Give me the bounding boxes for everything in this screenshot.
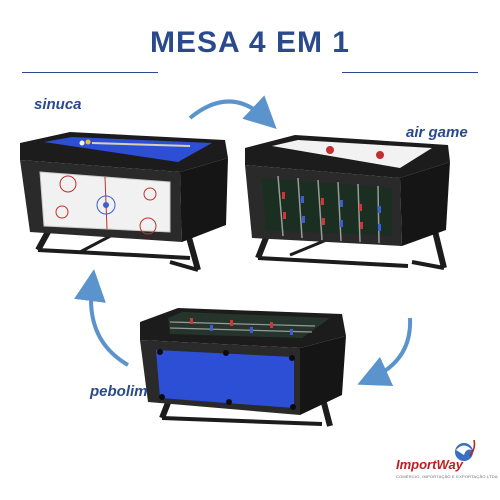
label-air-game: air game <box>406 124 468 141</box>
page-title: MESA 4 EM 1 <box>150 26 350 59</box>
importway-logo-icon <box>455 439 476 461</box>
title-divider-left <box>22 72 158 73</box>
air-game-table-image <box>245 135 450 270</box>
arrow-pool-to-air <box>188 95 277 129</box>
label-foosball: pebolim <box>90 383 148 400</box>
title-divider-right <box>342 72 478 73</box>
foosball-table-image <box>140 308 346 427</box>
arrow-foosball-to-pool <box>74 269 130 367</box>
pool-table-image <box>20 132 228 272</box>
arrow-air-to-foosball <box>357 317 413 387</box>
logo-tagline: COMÉRCIO, IMPORTAÇÃO E EXPORTAÇÃO LTDA <box>396 474 498 479</box>
label-pool: sinuca <box>34 96 82 113</box>
logo-name: ImportWay <box>396 457 463 472</box>
